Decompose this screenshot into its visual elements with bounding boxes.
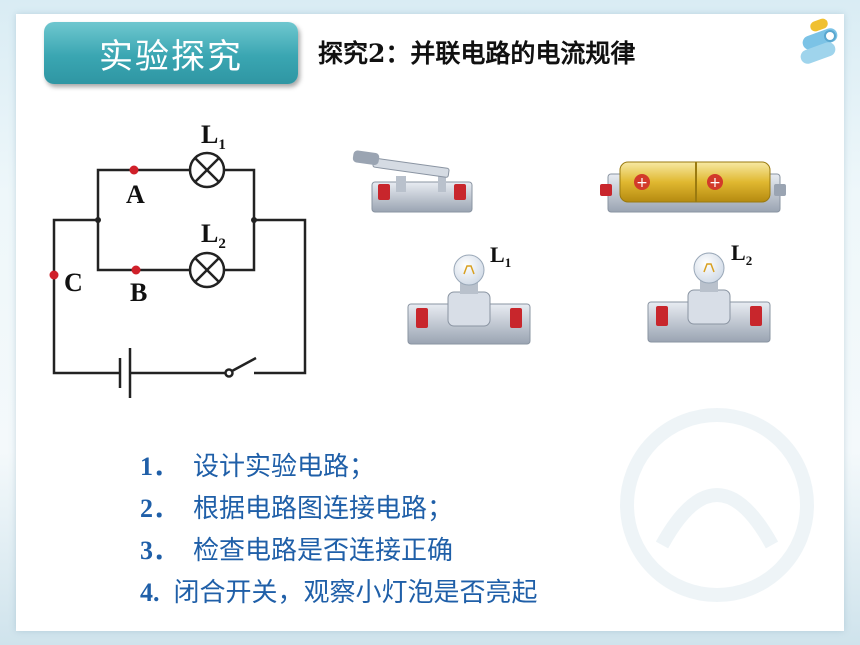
lamp-1-label: L1 [201,120,226,153]
parallel-circuit-diagram [49,151,307,398]
point-a-label: A [126,180,145,209]
svg-text:+: + [709,175,721,191]
steps-list: 1．设计实验电路； 2．根据电路图连接电路； 3．检查电路是否连接正确 4.闭合… [140,446,538,614]
knife-switch-component [352,150,473,213]
circuit-wires [52,168,307,375]
junction-right [251,217,257,223]
point-b-label: B [130,278,148,307]
point-c-dot [49,270,59,280]
bulb-2-label: L2 [731,240,753,268]
junction-left [95,217,101,223]
battery-symbol [112,348,138,398]
lamp-2-label: L2 [201,219,226,252]
step-item: 2．根据电路图连接电路； [140,494,454,524]
step-item: 4.闭合开关，观察小灯泡是否亮起 [140,578,538,608]
bulb-1-label: L1 [490,242,512,270]
step-item: 1．设计实验电路； [140,452,376,482]
lamp-2-symbol [188,251,226,289]
point-b-dot [131,265,141,275]
bulb-holder-2-component [647,252,771,343]
title-badge-text: 实验探究 [99,36,243,77]
page-subtitle: 探究2：并联电路的电流规律 [318,39,636,68]
lamp-1-symbol [188,151,226,189]
bulb-holder-1-component [407,254,531,345]
watermark-logo [620,408,814,602]
switch-symbol [224,356,257,378]
step-item: 3．检查电路是否连接正确 [140,536,454,566]
battery-pack-component: + + [600,161,786,213]
point-a-dot [129,165,139,175]
point-c-label: C [64,268,83,297]
svg-text:+: + [636,175,648,191]
corner-logo-icon [800,18,838,64]
title-badge: 实验探究 [44,22,298,84]
